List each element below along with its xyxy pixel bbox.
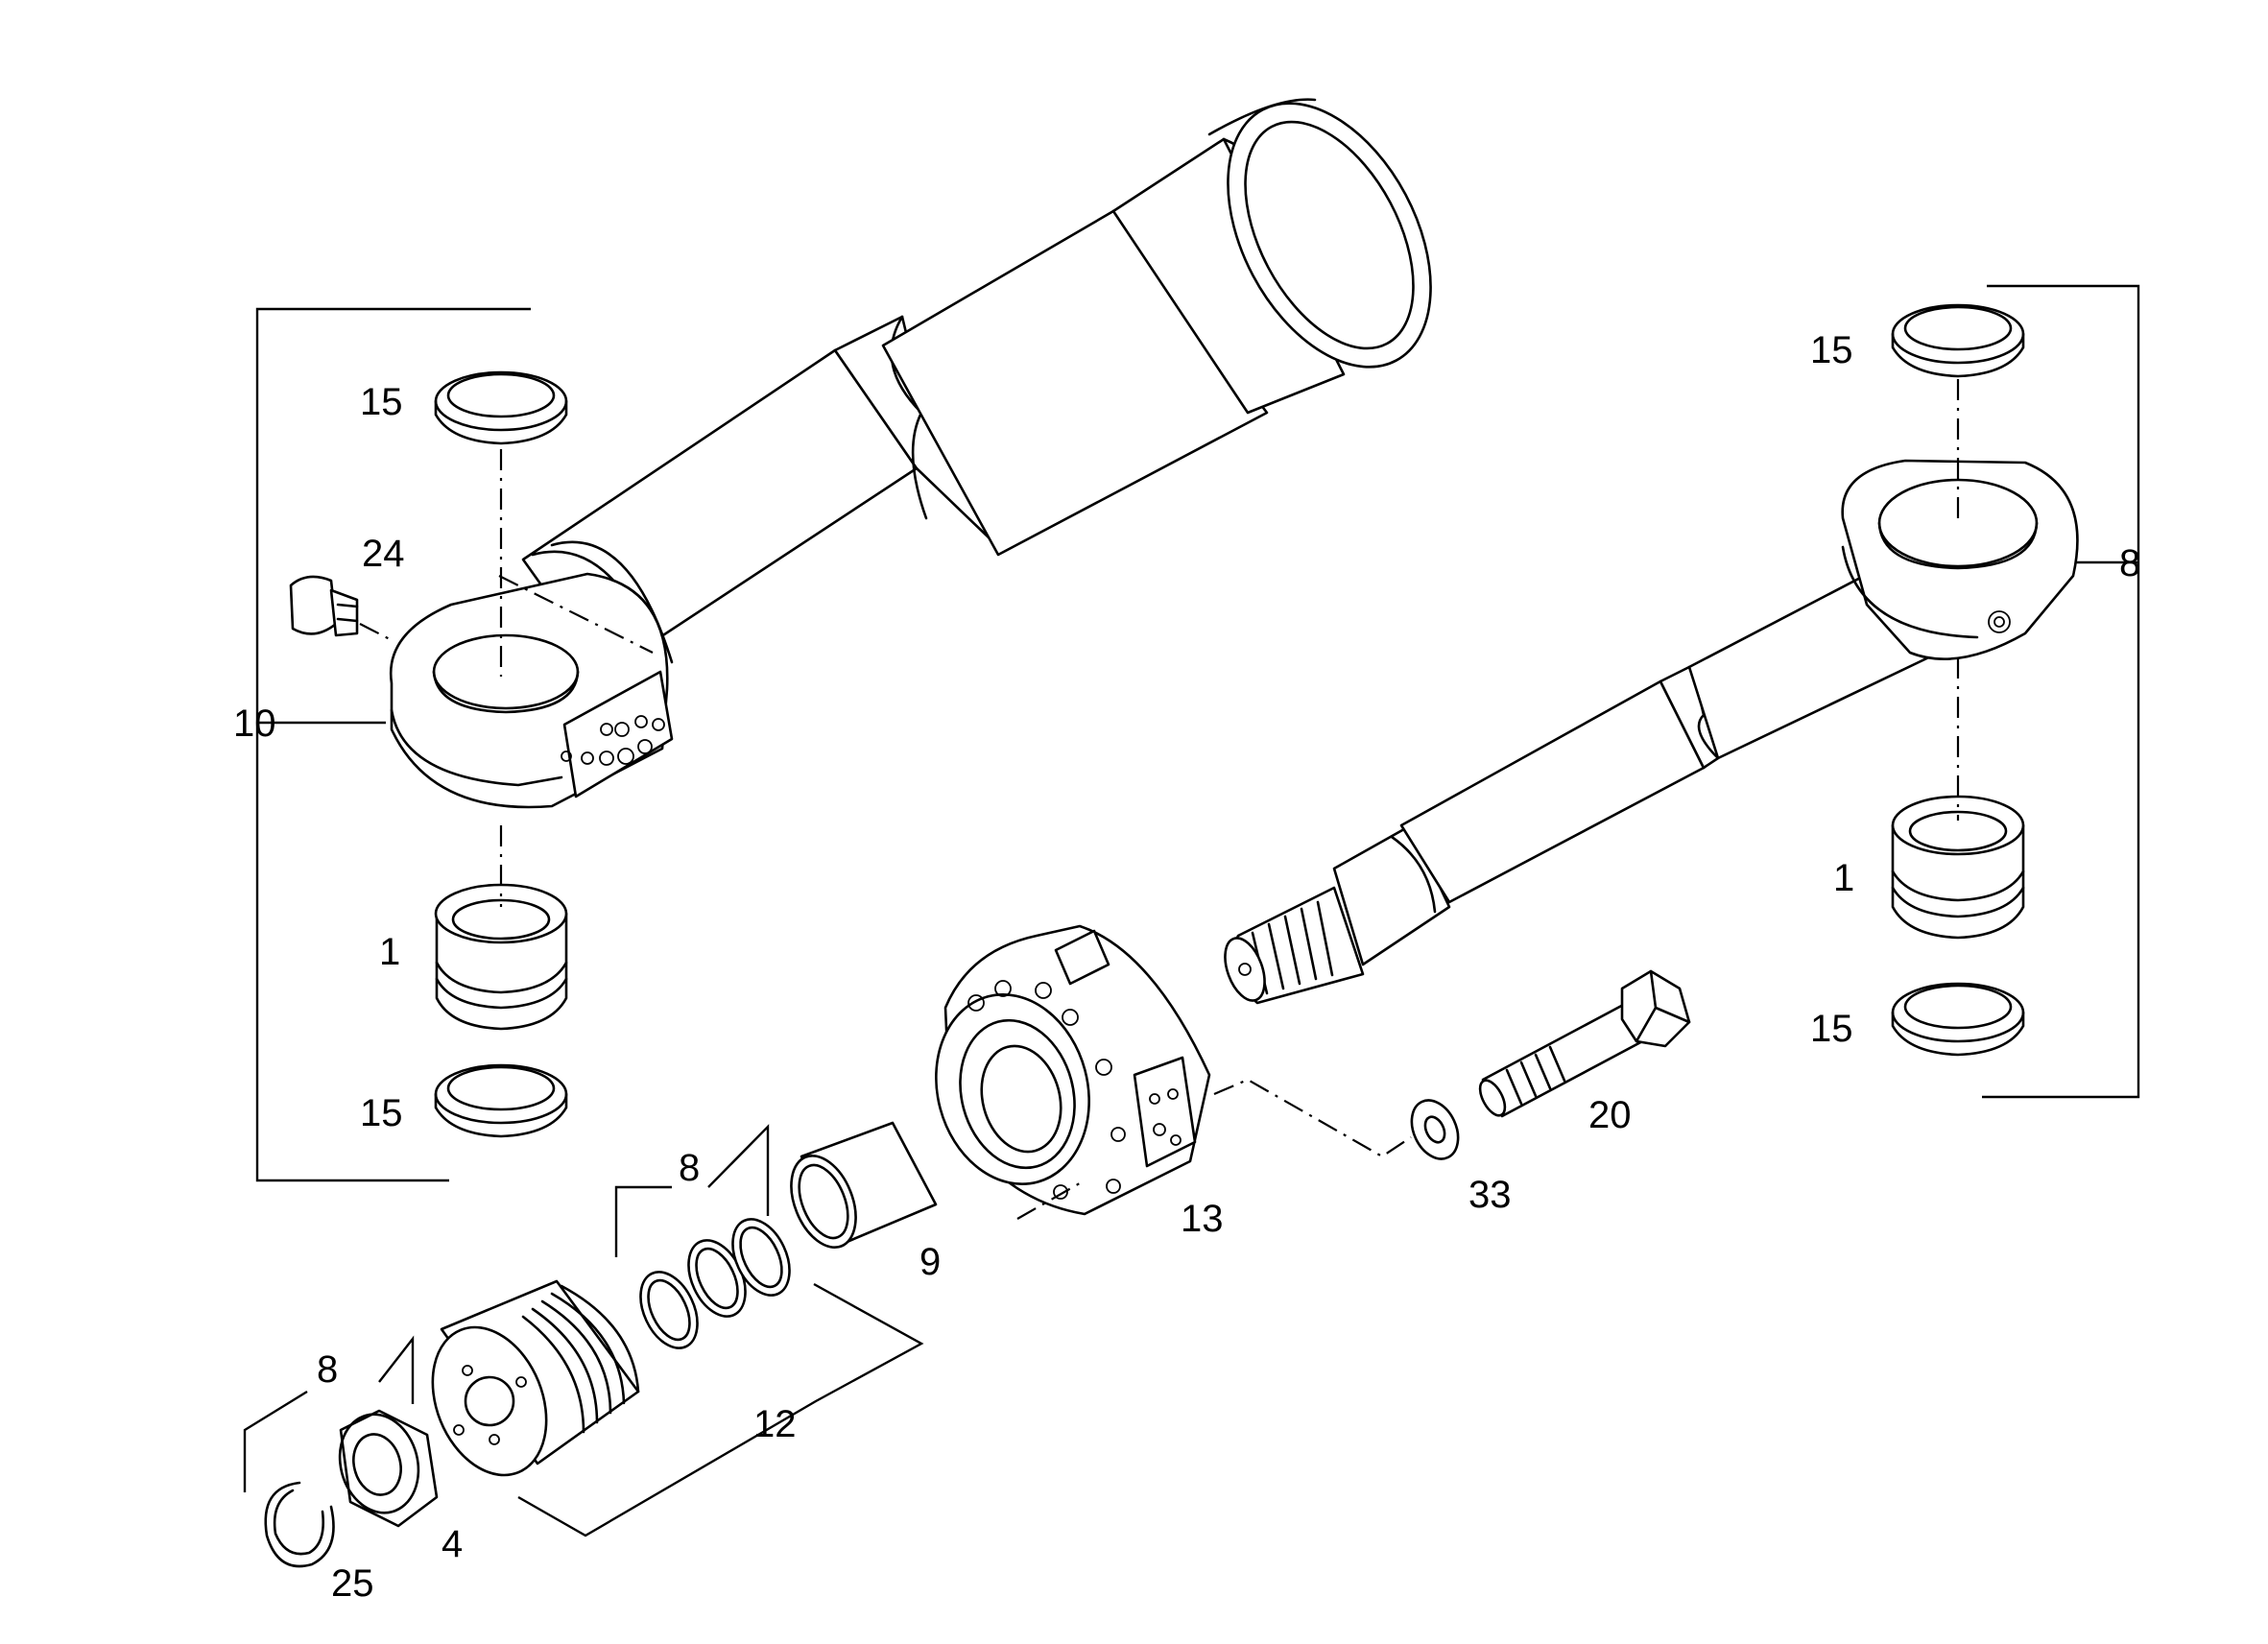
center-lines — [359, 379, 1960, 1220]
cylinder-tube — [389, 98, 1432, 809]
label-ring-right-bottom: 15 — [1810, 1008, 1853, 1050]
label-tube-assembly: 10 — [233, 703, 276, 745]
ring-right-bottom — [1891, 982, 2025, 1057]
label-screw: 20 — [1588, 1094, 1632, 1136]
label-guide-bushing: 9 — [919, 1241, 941, 1283]
cylinder-head — [935, 924, 1211, 1216]
label-ring-left-top: 15 — [360, 381, 403, 423]
grease-nipple — [289, 575, 359, 637]
label-grease-nipple: 24 — [362, 533, 405, 575]
ring-left-bottom — [434, 1063, 568, 1138]
label-seal-kit-piston: 12 — [753, 1403, 797, 1445]
ring-left-top — [434, 370, 568, 445]
washer — [1410, 1099, 1460, 1160]
bushing-left — [434, 883, 568, 1031]
ring-right-top — [1891, 303, 2025, 378]
label-cylinder-head: 13 — [1181, 1198, 1224, 1240]
label-seal-kit: 8 — [679, 1147, 700, 1189]
piston-rod — [1224, 459, 2079, 1005]
hex-nut — [338, 1409, 439, 1528]
assembly-brackets — [243, 284, 2140, 1537]
bushing-right — [1891, 795, 2025, 940]
label-rod-assembly: 8 — [2119, 542, 2140, 584]
label-circlip: 25 — [331, 1562, 374, 1605]
part-labels: 15 24 10 1 15 15 8 1 15 20 33 13 9 8 12 … — [233, 329, 2140, 1605]
label-nut-kit: 8 — [317, 1348, 338, 1391]
circlip — [264, 1481, 335, 1568]
label-washer: 33 — [1468, 1174, 1512, 1216]
piston — [431, 1279, 640, 1477]
guide-bushing — [790, 1121, 938, 1250]
label-nut: 4 — [442, 1523, 463, 1565]
label-bushing-right: 1 — [1833, 857, 1854, 899]
screw — [1478, 969, 1691, 1118]
label-bushing-left: 1 — [379, 931, 400, 973]
piston-seal-rings — [639, 1218, 791, 1349]
label-ring-right-top: 15 — [1810, 329, 1853, 371]
label-ring-left-bottom: 15 — [360, 1092, 403, 1134]
